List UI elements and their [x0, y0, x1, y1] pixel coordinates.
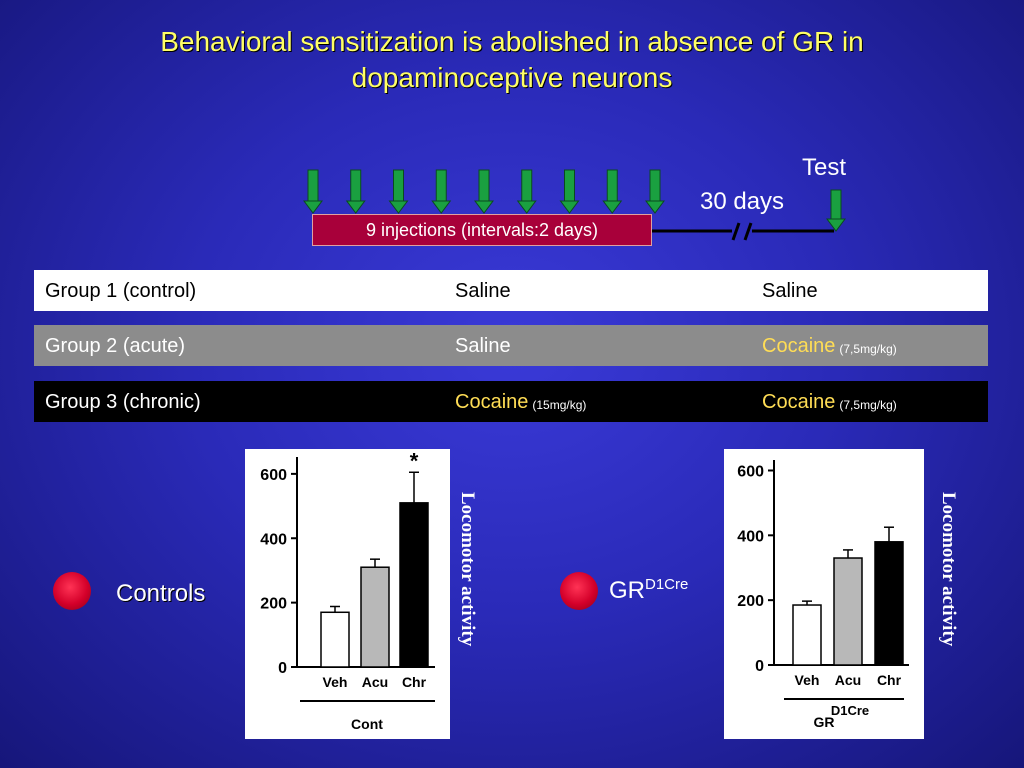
phase1-treatment: Saline — [455, 335, 511, 358]
gap-label: 30 days — [700, 188, 785, 215]
x-axis-label-sup: D1Cre — [831, 703, 869, 718]
phase2-drug: Cocaine — [762, 391, 836, 413]
y-tick-label: 200 — [260, 596, 287, 613]
phase1-treatment: Cocaine(15mg/kg) — [455, 391, 586, 414]
injection-arrow-icon — [559, 169, 580, 214]
injection-arrow-icon — [602, 169, 623, 214]
injection-arrow-icon — [345, 169, 366, 214]
mutant-label: GRD1Cre — [609, 576, 688, 605]
phase1-drug: Saline — [455, 335, 511, 357]
y-tick-label: 400 — [737, 528, 764, 545]
phase2-treatment: Saline — [762, 280, 818, 303]
phase2-treatment: Cocaine(7,5mg/kg) — [762, 391, 897, 414]
y-tick-label: 0 — [278, 660, 287, 677]
x-tick-label: Acu — [362, 674, 388, 690]
phase2-treatment: Cocaine(7,5mg/kg) — [762, 335, 897, 358]
phase2-dose: (7,5mg/kg) — [839, 398, 897, 412]
chart-mutant-ylabel: Locomotor activity — [938, 492, 959, 647]
injection-arrow-icon — [431, 169, 452, 214]
y-tick-label: 0 — [755, 658, 764, 675]
mutant-label-base: GR — [609, 577, 645, 604]
break-mark — [743, 222, 753, 241]
x-tick-label: Veh — [795, 672, 820, 688]
bar-chr — [874, 541, 904, 666]
slide-title: Behavioral sensitization is abolished in… — [160, 26, 864, 93]
x-tick-label: Chr — [877, 672, 902, 688]
x-tick-label: Veh — [323, 674, 348, 690]
y-tick-label: 600 — [737, 463, 764, 480]
group-row-3: Group 3 (chronic) Cocaine(15mg/kg) Cocai… — [34, 381, 988, 422]
x-axis-label: GR — [814, 714, 835, 730]
phase2-drug: Cocaine — [762, 335, 836, 357]
group-name: Group 1 (control) — [45, 280, 197, 302]
group-name: Group 2 (acute) — [45, 335, 186, 357]
significance-marker: * — [410, 449, 419, 473]
group-row-2: Group 2 (acute) Saline Cocaine(7,5mg/kg) — [34, 325, 988, 366]
phase2-dose: (7,5mg/kg) — [839, 342, 897, 356]
y-tick-label: 200 — [737, 593, 764, 610]
injection-arrow-icon — [516, 169, 537, 214]
break-mark — [731, 222, 741, 241]
injection-arrow-icon — [645, 169, 665, 214]
x-axis-label: Cont — [351, 716, 383, 732]
chart-controls-ylabel: Locomotor activity — [457, 492, 478, 647]
injection-arrow-icon — [388, 169, 409, 214]
controls-dot-icon — [53, 572, 91, 610]
injection-arrow-icon — [303, 169, 323, 214]
injection-arrow-icon — [474, 169, 494, 214]
bar-acu — [833, 557, 863, 666]
x-tick-label: Chr — [402, 674, 427, 690]
controls-label: Controls — [116, 580, 206, 607]
phase2-drug: Saline — [762, 280, 818, 302]
test-arrow-icon — [826, 189, 846, 232]
phase1-drug: Cocaine — [455, 391, 529, 413]
y-tick-label: 600 — [260, 467, 287, 484]
bar-veh — [320, 611, 350, 668]
bar-acu — [360, 566, 390, 668]
bar-veh — [792, 604, 822, 666]
x-tick-label: Acu — [835, 672, 861, 688]
group-row-1: Group 1 (control) Saline Saline — [34, 270, 988, 311]
group-name: Group 3 (chronic) — [45, 391, 201, 413]
phase1-dose: (15mg/kg) — [532, 398, 587, 412]
phase1-drug: Saline — [455, 280, 511, 302]
y-tick-label: 400 — [260, 531, 287, 548]
test-label: Test — [802, 154, 847, 181]
mutant-dot-icon — [560, 572, 598, 610]
phase1-treatment: Saline — [455, 280, 511, 303]
bar-chr — [399, 502, 429, 668]
injections-box: 9 injections (intervals:2 days) — [312, 214, 652, 246]
mutant-label-sup: D1Cre — [645, 576, 689, 593]
